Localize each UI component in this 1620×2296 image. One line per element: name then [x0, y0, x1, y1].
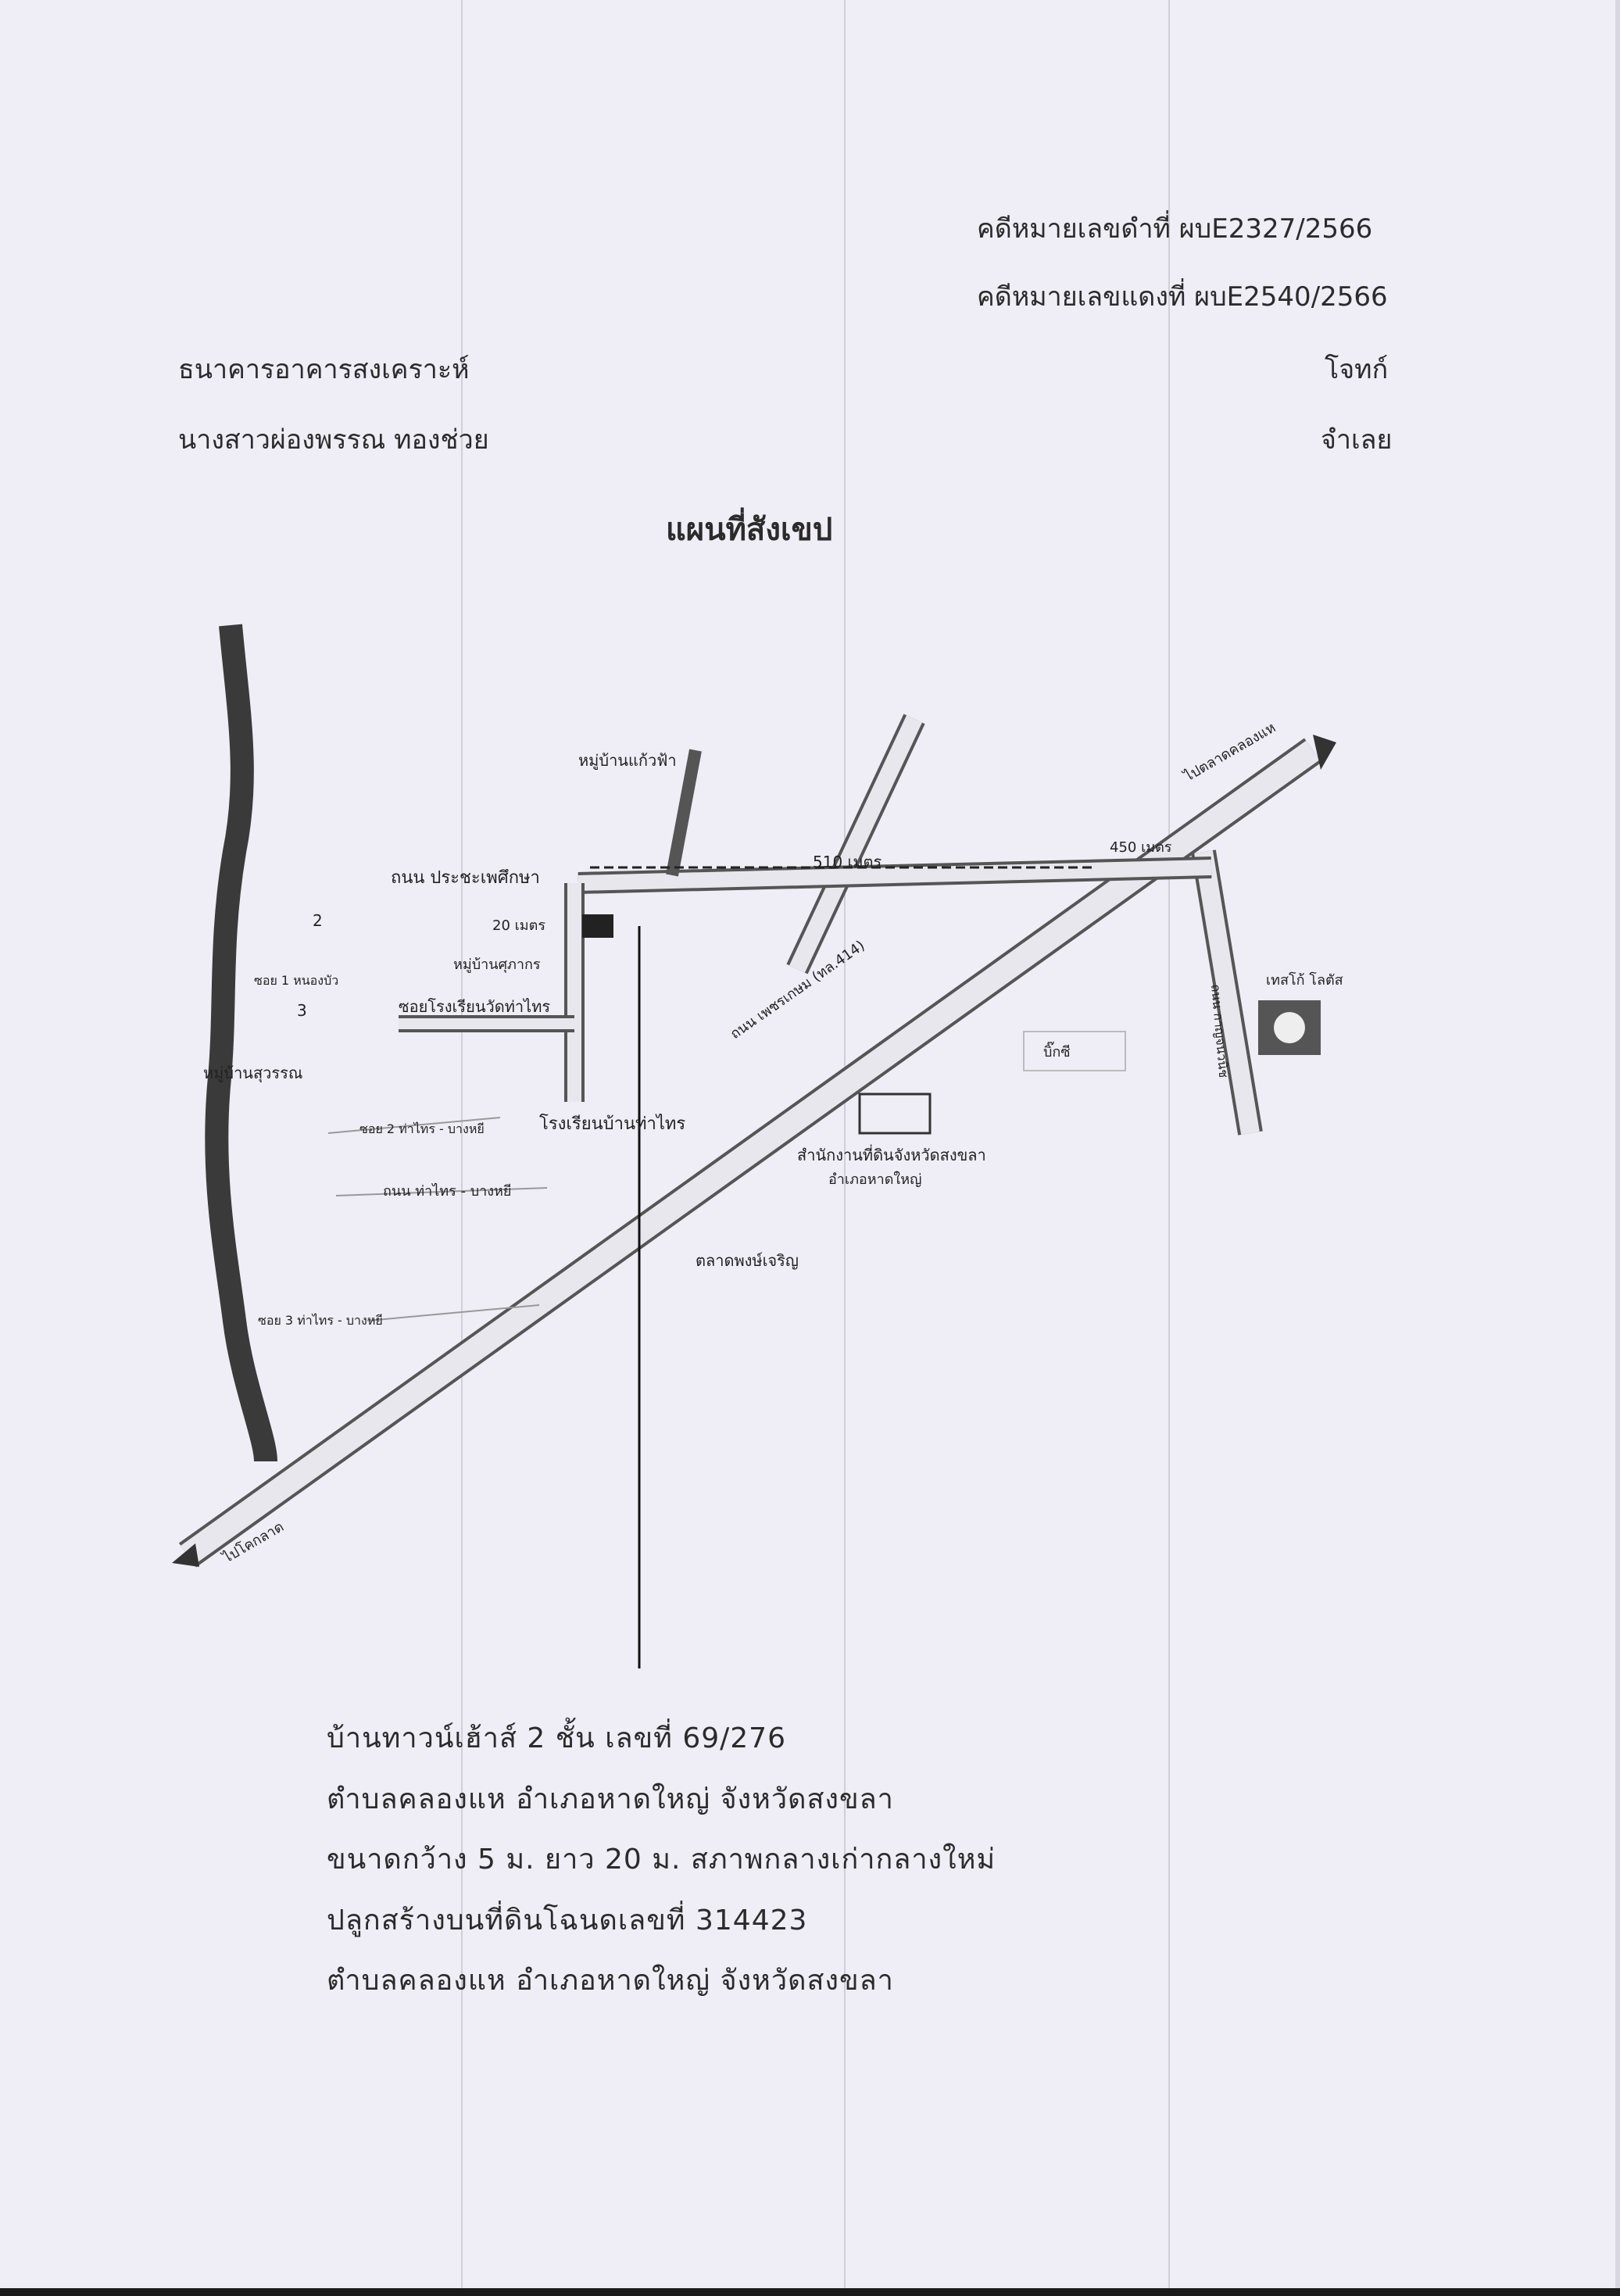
- page-title: แผนที่สังเขป: [666, 511, 833, 548]
- description-line-3: ขนาดกว้าง 5 ม. ยาว 20 ม. สภาพกลางเก่ากลา…: [327, 1844, 996, 1876]
- label-village-suthakorn: หมู่บ้านศุภากร: [453, 957, 541, 973]
- plaintiff-name: ธนาคารอาคารสงเคราะห์: [178, 354, 470, 385]
- store-box: [1023, 1031, 1126, 1071]
- label-school: โรงเรียนบ้านท่าไทร: [539, 1114, 685, 1134]
- page-edge: [1615, 0, 1620, 2296]
- label-market: ตลาดพงษ์เจริญ: [696, 1251, 799, 1270]
- land-office-icon: [858, 1093, 932, 1135]
- label-mall: เทสโก้ โลตัส: [1266, 971, 1343, 989]
- scan-bottom-edge: [0, 2288, 1620, 2296]
- description-line-4: ปลูกสร้างบนที่ดินโฉนดเลขที่ 314423: [327, 1904, 808, 1937]
- label-soi3: ซอย 3 ท่าไทร - บางหยี: [258, 1313, 383, 1328]
- defendant-name: นางสาวผ่องพรรณ ทองช่วย: [178, 424, 489, 456]
- label-big-c: บิ๊กซี: [1043, 1041, 1071, 1060]
- marker-2: 2: [313, 911, 323, 930]
- road-prachasueksa-fill: [578, 860, 1212, 891]
- description-line-2: ตำบลคลองแห อำเภอหาดใหญ่ จังหวัดสงขลา: [327, 1783, 894, 1815]
- black-case-number: คดีหมายเลขดำที่ ผบE2327/2566: [977, 213, 1373, 245]
- canal: [205, 624, 277, 1462]
- village-road: [666, 749, 702, 877]
- label-road-thasai: ถนน ท่าไทร - บางหยี: [383, 1182, 511, 1200]
- fold-line: [461, 0, 463, 2296]
- label-village-kaew-fah: หมู่บ้านแก้วฟ้า: [578, 751, 677, 771]
- label-soi2: ซอย 2 ท่าไทร - บางหยี: [359, 1121, 485, 1136]
- label-land-office-sub: อำเภอหาดใหญ่: [828, 1171, 921, 1188]
- plaintiff-role: โจทก์: [1325, 354, 1389, 385]
- label-dist-450: 450 เมตร: [1110, 839, 1172, 856]
- label-dist-510: 510 เมตร: [813, 853, 882, 871]
- red-case-number: คดีหมายเลขแดงที่ ผบE2540/2566: [977, 281, 1388, 313]
- road-right-fill: [1194, 850, 1260, 1135]
- arrow-icon: [172, 1543, 199, 1567]
- label-soi-school: ซอยโรงเรียนวัดท่าไทร: [399, 997, 550, 1016]
- mall-logo-icon: [1274, 1012, 1305, 1043]
- road-north-fill: [789, 715, 922, 973]
- label-dist-20: 20 เมตร: [492, 917, 545, 934]
- property-marker: [582, 914, 613, 938]
- fold-line: [1168, 0, 1170, 2296]
- defendant-role: จำเลย: [1321, 424, 1393, 456]
- sketch-map: ถนน ประชะเพศึกษา หมู่บ้านแก้วฟ้า 510 เมต…: [172, 624, 1343, 1668]
- arrow-icon: [1313, 735, 1336, 770]
- fold-line: [844, 0, 846, 2296]
- main-road-fill: [181, 740, 1320, 1565]
- label-village-suwan: หมู่บ้านสุวรรณ: [203, 1064, 302, 1083]
- marker-3: 3: [297, 1001, 307, 1020]
- road-thasai-line: [335, 1187, 548, 1196]
- description-line-5: ตำบลคลองแห อำเภอหาดใหญ่ จังหวัดสงขลา: [327, 1965, 894, 1997]
- label-land-office: สำนักงานที่ดินจังหวัดสงขลา: [797, 1144, 986, 1164]
- soi-2-line: [327, 1117, 501, 1134]
- soi-3-line: [367, 1304, 540, 1321]
- label-road-prachasueksa: ถนน ประชะเพศึกษา: [391, 868, 540, 888]
- label-soi1: ซอย 1 หนองบัว: [254, 973, 338, 988]
- description-line-1: บ้านทาวน์เฮ้าส์ 2 ชั้น เลขที่ 69/276: [327, 1722, 786, 1754]
